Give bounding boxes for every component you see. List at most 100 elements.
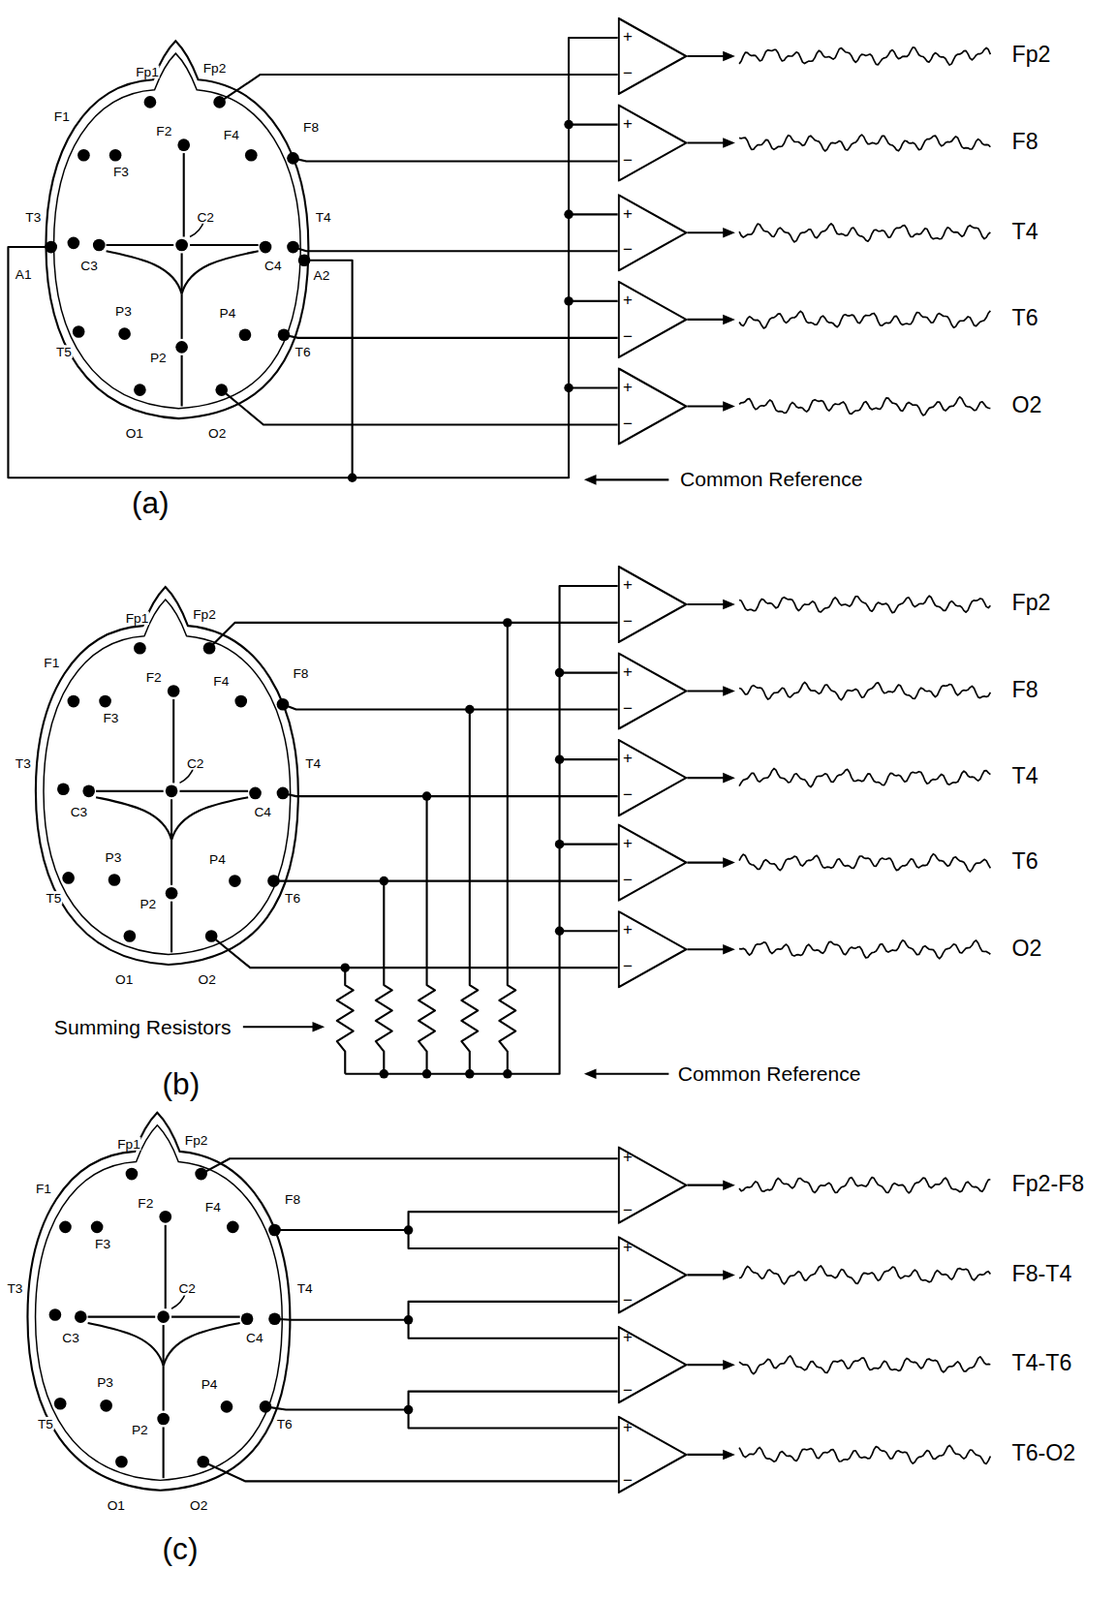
head-line [172, 699, 175, 783]
head-line [181, 355, 184, 407]
electrode-label: F8 [302, 120, 320, 134]
output-line [686, 1273, 725, 1276]
electrode-label: F1 [53, 110, 71, 124]
electrode-label: P4 [200, 1378, 219, 1393]
wire [265, 1406, 409, 1410]
electrode [59, 1221, 72, 1235]
wire [275, 1319, 409, 1321]
electrode [57, 782, 70, 796]
arrow-head [722, 599, 736, 611]
arrow-head [722, 944, 736, 956]
electrode-label: T6 [283, 891, 302, 905]
amplifier-outline [619, 18, 687, 94]
amplifier-outline [619, 368, 687, 444]
input-sign: − [622, 328, 633, 345]
electrode-label: T3 [14, 756, 32, 771]
input-sign: + [622, 115, 633, 132]
electrode-label: C3 [61, 1331, 81, 1345]
reference-wire [559, 930, 619, 932]
head-line [162, 1365, 165, 1411]
resistor-symbol [375, 881, 393, 1075]
electrode-label: F2 [155, 124, 173, 139]
electrode-label: C3 [69, 806, 90, 820]
electrode-label: O2 [188, 1498, 209, 1513]
output-line [686, 948, 725, 951]
electrode-label: T6 [276, 1417, 294, 1431]
eeg-waveform [739, 1445, 991, 1464]
channel-label: Fp2-F8 [1010, 1173, 1085, 1196]
electrode-label: C2 [195, 210, 216, 224]
electrode-label: Fp1 [124, 611, 151, 625]
head-line [181, 294, 184, 340]
electrode [177, 138, 190, 152]
electrode-label: P2 [149, 351, 168, 366]
skull-outline [35, 1125, 283, 1482]
arrow-head [722, 685, 736, 697]
amplifier: +− [618, 1147, 688, 1225]
head-line [163, 1323, 241, 1366]
amplifier: +− [618, 280, 688, 359]
amplifier-outline [619, 740, 687, 816]
head-line [162, 1325, 165, 1364]
resistor-symbol [418, 796, 435, 1075]
reference-wire [568, 213, 619, 216]
eeg-waveform [739, 682, 991, 700]
head-line [106, 244, 175, 247]
output-line [686, 1454, 725, 1457]
electrode-label: F8 [291, 666, 310, 681]
input-sign: + [622, 835, 633, 852]
eeg-waveform [739, 1266, 991, 1285]
input-sign: − [622, 959, 633, 976]
arrow-head [312, 1022, 326, 1033]
amplifier-outline [619, 105, 687, 182]
leader-line [593, 478, 669, 481]
head-line [183, 153, 186, 237]
amplifier-outline [619, 1237, 687, 1313]
junction-dot [379, 876, 389, 886]
eeg-waveform [739, 595, 991, 613]
electrode-label: F4 [212, 675, 230, 689]
electrode-label: Fp2 [184, 1133, 210, 1147]
channel-label: Fp2 [1010, 43, 1052, 66]
wire [201, 1158, 619, 1175]
output-line [686, 603, 725, 606]
electrode [118, 327, 131, 341]
electrode [286, 241, 300, 254]
amplifier: +− [618, 104, 688, 183]
electrode-label: C3 [79, 259, 99, 274]
electrode [248, 787, 262, 801]
eeg-waveform [739, 768, 991, 787]
electrode-label: A1 [14, 267, 33, 281]
electrode [72, 325, 86, 339]
input-sign: + [622, 576, 633, 593]
arrow-head [722, 314, 736, 326]
amplifier-outline [619, 281, 687, 358]
electrode-label: P3 [104, 850, 124, 865]
arrow-head [722, 773, 736, 784]
reference-wire [559, 758, 619, 761]
electrode-label: F3 [93, 1237, 112, 1251]
electrode-label: O2 [196, 972, 217, 987]
input-sign: + [622, 1240, 633, 1257]
input-sign: + [622, 663, 633, 681]
electrode [196, 1456, 210, 1469]
electrode [67, 237, 81, 250]
electrode-label: O1 [114, 972, 134, 987]
electrode-label: F8 [283, 1192, 302, 1207]
head-line [181, 252, 184, 291]
head-line [182, 250, 259, 294]
head-line [88, 1323, 164, 1366]
reference-wire [304, 260, 353, 478]
electrode-label: F2 [145, 670, 163, 684]
amplifier: +− [618, 367, 688, 445]
electrode-label: T3 [24, 210, 42, 224]
input-sign: − [622, 871, 633, 889]
head-line [95, 797, 172, 840]
eeg-waveform [739, 47, 991, 65]
electrode [144, 95, 157, 109]
head-line [171, 797, 248, 840]
electrode [220, 1400, 234, 1414]
reference-wire [344, 586, 618, 1075]
electrode-label: C4 [263, 259, 283, 274]
channel-label: F8-T4 [1010, 1263, 1073, 1286]
